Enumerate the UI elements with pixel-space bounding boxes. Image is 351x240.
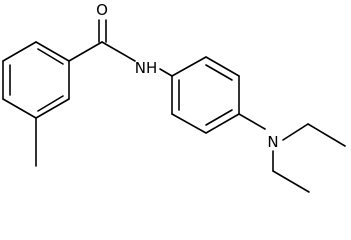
aromatic-inner-bond [37, 48, 64, 65]
amide-group [68, 19, 173, 77]
diethylamino-group [238, 113, 346, 193]
amine-nitrogen-label: N [267, 133, 278, 151]
chemical-structure-diagram: O NH N [2, 1, 346, 193]
bond [205, 113, 240, 134]
bond [171, 56, 207, 77]
bond [307, 123, 346, 147]
aniline-ring [171, 56, 240, 134]
amide-nitrogen-label: NH [135, 59, 158, 77]
bond [171, 113, 207, 134]
bond [272, 170, 310, 193]
bond [101, 41, 136, 62]
bond [35, 41, 70, 62]
bond [238, 113, 266, 130]
bond [2, 41, 37, 62]
bond [68, 41, 103, 62]
oxygen-label: O [96, 1, 108, 19]
bond [35, 98, 70, 119]
bond [205, 56, 240, 77]
toluyl-ring [2, 41, 70, 119]
bond [159, 68, 173, 77]
aromatic-inner-bond [37, 95, 64, 112]
bond [2, 98, 37, 119]
aromatic-inner-bond [205, 109, 233, 126]
aromatic-inner-bond [205, 64, 233, 81]
bond [282, 123, 309, 141]
